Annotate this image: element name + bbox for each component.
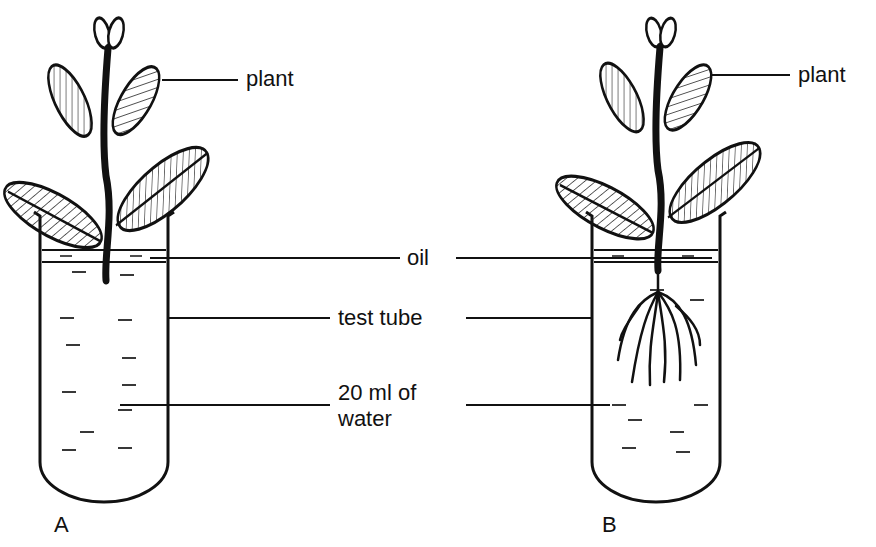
tube-letter: A: [52, 512, 71, 538]
roots-b: [618, 268, 700, 385]
plant-label: plant: [796, 62, 848, 88]
tube-letter: B: [600, 512, 619, 538]
water-a: [60, 272, 136, 450]
leader-lines: [120, 75, 790, 405]
water-b: [612, 290, 708, 452]
plant-a: [0, 15, 217, 280]
plant-label: plant: [244, 66, 296, 92]
tube-label: test tube: [336, 305, 424, 331]
plant-b: [550, 15, 769, 270]
water-label: 20 ml of water: [336, 380, 466, 432]
oil-label: oil: [405, 245, 431, 271]
